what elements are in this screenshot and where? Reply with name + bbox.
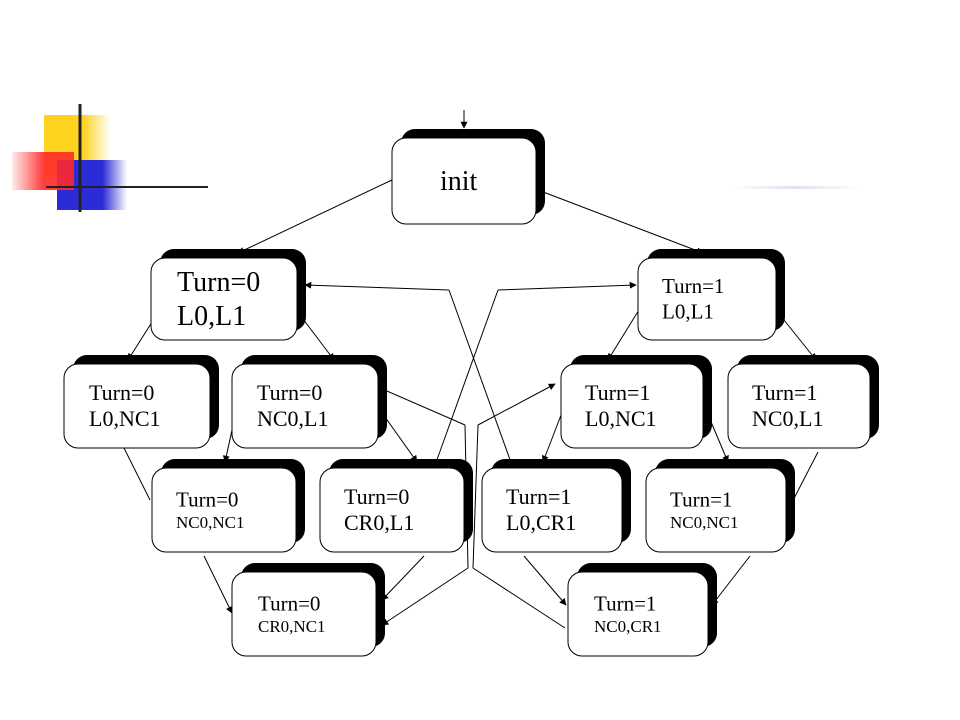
- node-label-line-2: CR0,NC1: [258, 617, 326, 636]
- node-label-line-2: NC0,L1: [257, 406, 329, 431]
- node-label-line-2: L0,CR1: [506, 510, 576, 535]
- node-label-line-1: Turn=0: [89, 380, 154, 405]
- node-label-line-1: Turn=0: [344, 484, 409, 509]
- state-node-init: init: [391, 129, 545, 225]
- node-label-line-1: Turn=1: [585, 380, 650, 405]
- node-label-line-1: Turn=1: [506, 484, 571, 509]
- node-label-line-2: NC0,CR1: [594, 617, 662, 636]
- node-label-line-2: L0,NC1: [89, 406, 161, 431]
- node-label-line-1: Turn=0: [176, 488, 238, 512]
- transition-edge: [711, 555, 751, 606]
- node-label-line-1: Turn=1: [752, 380, 817, 405]
- node-box: [645, 467, 787, 553]
- node-box: [560, 363, 704, 449]
- transition-edge: [304, 281, 450, 291]
- node-label-line-1: Turn=0: [257, 380, 322, 405]
- node-box: [637, 257, 777, 341]
- node-label-line-2: L0,NC1: [585, 406, 657, 431]
- logo-faint-line: [728, 186, 863, 189]
- decorative-logo: [12, 104, 863, 212]
- transition-edge: [497, 281, 637, 291]
- node-label-line-1: Turn=0: [258, 592, 320, 616]
- transition-edge: [299, 314, 335, 361]
- logo-red-square: [12, 152, 74, 190]
- node-label-line-2: L0,L1: [662, 299, 714, 323]
- transition-edge: [607, 304, 643, 361]
- node-box: [151, 467, 297, 553]
- nodes: initTurn=0L0,L1Turn=1L0,L1Turn=0L0,NC1Tu…: [63, 129, 879, 657]
- transition-edge: [477, 383, 556, 426]
- node-box: [481, 467, 623, 553]
- transition-edge: [379, 387, 466, 426]
- node-label-line-1: init: [440, 166, 478, 197]
- node-box: [727, 363, 871, 449]
- state-node-t1-l0-nc1: Turn=1L0,NC1: [560, 355, 712, 449]
- node-box: [391, 137, 537, 225]
- state-node-t1-l0-l1: Turn=1L0,L1: [637, 249, 785, 341]
- node-label-line-1: Turn=1: [594, 592, 656, 616]
- node-label-line-2: NC0,NC1: [176, 513, 244, 532]
- node-box: [567, 571, 709, 657]
- state-node-t0-l0-l1: Turn=0L0,L1: [150, 249, 306, 341]
- node-label-line-1: Turn=1: [670, 488, 732, 512]
- state-node-t0-l0-nc1: Turn=0L0,NC1: [63, 355, 219, 449]
- node-label-line-2: NC0,L1: [752, 406, 824, 431]
- transition-edge: [203, 555, 233, 614]
- transition-edge: [537, 189, 704, 255]
- transition-edge: [472, 424, 479, 569]
- transition-edge: [433, 289, 499, 469]
- node-box: [231, 363, 379, 449]
- node-box: [231, 571, 377, 657]
- node-label-line-1: Turn=1: [662, 274, 724, 298]
- node-box: [319, 467, 465, 553]
- transition-edge: [523, 555, 567, 606]
- node-box: [63, 363, 211, 449]
- node-label-line-2: CR0,L1: [344, 510, 414, 535]
- transition-edge: [472, 567, 566, 629]
- transition-edge: [541, 409, 564, 463]
- transition-edge: [381, 567, 469, 626]
- node-label-line-2: L0,L1: [177, 301, 246, 332]
- state-node-t1-l0-cr1: Turn=1L0,CR1: [481, 459, 631, 553]
- node-label-line-2: NC0,NC1: [670, 513, 738, 532]
- transition-edge: [381, 555, 425, 601]
- transition-edge: [123, 447, 151, 501]
- transition-edge: [448, 289, 514, 469]
- node-label-line-1: Turn=0: [177, 267, 260, 298]
- node-box: [150, 257, 298, 341]
- transition-edge: [237, 179, 393, 254]
